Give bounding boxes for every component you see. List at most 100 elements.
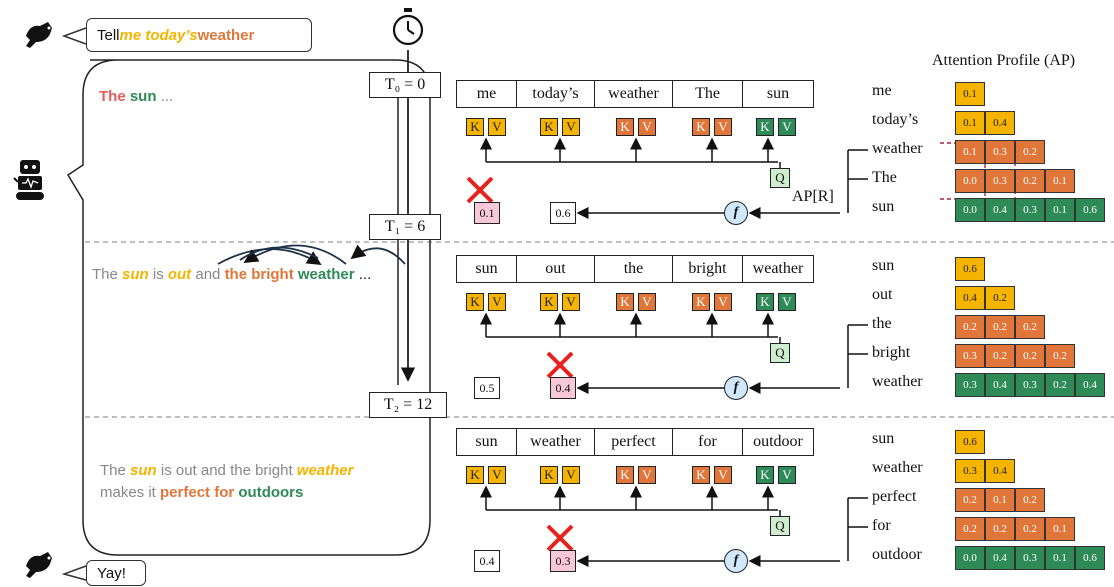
ap-cell: 0.2 xyxy=(1015,517,1045,541)
prompt-text-2: me today’s xyxy=(119,26,198,44)
token-cell: sun xyxy=(766,85,790,102)
ap-row-label: weather xyxy=(872,373,923,390)
ap-cell: 0.2 xyxy=(1015,315,1045,339)
ap-row-label: me xyxy=(872,82,892,99)
ap-cell: 0.4 xyxy=(985,459,1015,483)
ap-row-label: sun xyxy=(872,257,895,274)
ap-row-label: out xyxy=(872,286,893,303)
value-cell: V xyxy=(714,466,732,484)
generation-text-2: The sun is out and the bright weather ..… xyxy=(92,266,372,283)
f-function-icon: f xyxy=(724,376,748,400)
value-cell: V xyxy=(488,466,506,484)
token-cell: weather xyxy=(595,81,673,107)
value-cell: V xyxy=(562,466,580,484)
reply-text: Yay! xyxy=(97,564,126,582)
f-function-icon: f xyxy=(724,549,748,573)
token-cell: me xyxy=(457,81,517,107)
key-cell: K xyxy=(756,466,774,484)
ap-cell: 0.1 xyxy=(1045,198,1075,222)
query-cell: Q xyxy=(770,516,790,536)
score-box-left: 0.1 xyxy=(474,202,500,224)
key-cell: K xyxy=(466,466,484,484)
token-cell: The xyxy=(673,81,743,107)
ap-cell: 0.4 xyxy=(985,198,1015,222)
ap-cell: 0.1 xyxy=(955,82,985,106)
ap-cell: 0.0 xyxy=(955,546,985,570)
key-cell: K xyxy=(692,466,710,484)
token-cell: for xyxy=(673,429,743,455)
value-cell: V xyxy=(778,466,796,484)
ap-row-label: sun xyxy=(872,430,895,447)
ap-cell: 0.2 xyxy=(985,344,1015,368)
ap-r-label: AP[R] xyxy=(790,188,836,206)
token-cell: weather xyxy=(517,429,595,455)
token-cell: weather xyxy=(752,260,804,277)
ap-cell: 0.4 xyxy=(985,111,1015,135)
key-cell: K xyxy=(466,118,484,136)
ap-cell: 0.1 xyxy=(955,111,985,135)
ap-cell: 0.2 xyxy=(985,315,1015,339)
ap-cell: 0.2 xyxy=(985,517,1015,541)
score-box-right: 0.4 xyxy=(550,377,576,399)
key-cell: K xyxy=(756,293,774,311)
value-cell: V xyxy=(714,118,732,136)
ap-cell: 0.6 xyxy=(1075,546,1105,570)
ap-cell: 0.4 xyxy=(955,286,985,310)
ap-cell: 0.1 xyxy=(985,488,1015,512)
ap-row-label: weather xyxy=(872,140,923,157)
user-prompt-bubble: Tell me today’s weather xyxy=(86,18,312,52)
ap-cell: 0.2 xyxy=(1045,373,1075,397)
value-cell: V xyxy=(562,293,580,311)
ap-cell: 0.2 xyxy=(1015,169,1045,193)
token-cell: perfect xyxy=(595,429,673,455)
key-cell: K xyxy=(616,118,634,136)
value-cell: V xyxy=(778,118,796,136)
cross-icon xyxy=(546,351,574,379)
value-cell: V xyxy=(488,293,506,311)
ap-cell: 0.2 xyxy=(1015,140,1045,164)
token-cell: sun xyxy=(457,429,517,455)
stopwatch-icon xyxy=(392,8,424,46)
ap-cell: 0.2 xyxy=(1015,488,1045,512)
ap-cell: 0.6 xyxy=(1075,198,1105,222)
dog-icon xyxy=(26,22,52,48)
ap-title: Attention Profile (AP) xyxy=(932,52,1076,69)
ap-row-label: bright xyxy=(872,344,911,361)
ap-row-label: weather xyxy=(872,459,923,476)
value-cell: V xyxy=(638,293,656,311)
prompt-text-3: weather xyxy=(197,26,255,44)
ap-cell: 0.6 xyxy=(955,257,985,281)
token-cell: today’s xyxy=(517,81,595,107)
ap-cell: 0.3 xyxy=(955,373,985,397)
query-cell: Q xyxy=(770,343,790,363)
ap-cell: 0.3 xyxy=(1015,373,1045,397)
ap-cell: 0.3 xyxy=(1015,198,1045,222)
ap-row-label: today’s xyxy=(872,111,919,128)
timestamp-t1: T₁ = 6 xyxy=(369,214,441,240)
token-cell: out xyxy=(517,256,595,282)
token-cell: outdoor xyxy=(753,433,803,450)
ap-cell: 0.3 xyxy=(985,169,1015,193)
timestamp-t2: T₂ = 12 xyxy=(369,392,447,418)
generation-text-1: The sun ... xyxy=(99,88,174,105)
ap-cell: 0.2 xyxy=(955,315,985,339)
score-box-right: 0.6 xyxy=(550,202,576,224)
ap-cell: 0.2 xyxy=(985,286,1015,310)
ap-row-label: the xyxy=(872,315,892,332)
ap-cell: 0.0 xyxy=(955,169,985,193)
ap-cell: 0.1 xyxy=(1045,546,1075,570)
value-cell: V xyxy=(714,293,732,311)
ap-cell: 0.3 xyxy=(1015,546,1045,570)
key-cell: K xyxy=(692,293,710,311)
ap-cell: 0.3 xyxy=(955,344,985,368)
ap-cell: 0.2 xyxy=(955,488,985,512)
prompt-text-1: Tell xyxy=(97,26,120,44)
key-cell: K xyxy=(616,293,634,311)
value-cell: V xyxy=(638,118,656,136)
ap-cell: 0.6 xyxy=(955,430,985,454)
generation-text-3: The sun is out and the bright weather ma… xyxy=(100,462,354,501)
dog-icon-bottom xyxy=(26,552,52,578)
